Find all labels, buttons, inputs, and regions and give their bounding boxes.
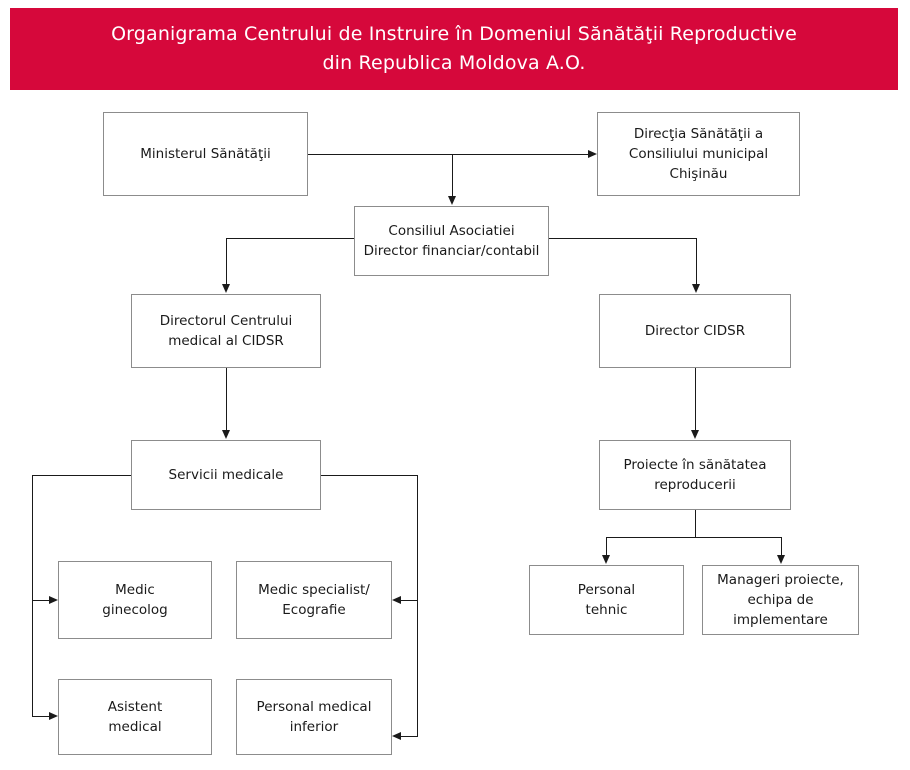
connector-servicii-right-bus-vertical <box>417 475 418 737</box>
arrowhead-proiecte <box>690 430 699 439</box>
node-manageri-proiecte[interactable]: Manageri proiecte, echipa de implementar… <box>702 565 859 635</box>
node-ministerul-sanatatii[interactable]: Ministerul Sănătăţii <box>103 112 308 196</box>
arrowhead-personal-inferior <box>392 731 401 740</box>
connector-director-medical-to-servicii <box>226 368 227 432</box>
node-label: Asistent medical <box>107 699 163 735</box>
page-title: Organigrama Centrului de Instruire în Do… <box>111 23 797 74</box>
connector-ministerul-to-consiliul <box>452 154 453 197</box>
connector-servicii-to-specialist <box>400 600 418 601</box>
connector-servicii-right-bus-top <box>320 475 418 476</box>
connector-proiecte-to-manageri <box>781 537 782 557</box>
arrowhead-director-medical <box>221 284 230 293</box>
node-label: Medic specialist/ Ecografie <box>258 582 370 618</box>
node-label: Direcţia Sănătăţii a Consiliului municip… <box>628 126 769 182</box>
connector-consiliul-to-director-medical <box>226 238 227 285</box>
connector-servicii-to-ginecolog <box>32 600 50 601</box>
arrowhead-directia <box>588 149 597 158</box>
node-label: Consiliul Asociatiei Director financiar/… <box>363 223 540 259</box>
arrowhead-servicii <box>221 430 230 439</box>
node-directia-sanatatii[interactable]: Direcţia Sănătăţii a Consiliului municip… <box>597 112 800 196</box>
arrowhead-specialist <box>392 595 401 604</box>
connector-servicii-left-bus-top <box>32 475 132 476</box>
node-label: Ministerul Sănătăţii <box>140 146 271 162</box>
chart-title-banner: Organigrama Centrului de Instruire în Do… <box>10 8 898 90</box>
connector-servicii-left-bus-vertical <box>32 475 33 717</box>
node-medic-ginecolog[interactable]: Medic ginecolog <box>58 561 212 639</box>
node-label: Manageri proiecte, echipa de implementar… <box>717 572 844 628</box>
node-medic-specialist-ecografie[interactable]: Medic specialist/ Ecografie <box>236 561 392 639</box>
node-label: Personal tehnic <box>577 582 636 618</box>
node-personal-tehnic[interactable]: Personal tehnic <box>529 565 684 635</box>
arrowhead-director-cidsr <box>691 284 700 293</box>
node-servicii-medicale[interactable]: Servicii medicale <box>131 440 321 510</box>
connector-proiecte-to-personal-tehnic <box>606 537 607 557</box>
connector-consiliul-to-director-cidsr <box>696 238 697 285</box>
arrowhead-ginecolog <box>49 595 58 604</box>
connector-servicii-to-asistent <box>32 716 50 717</box>
connector-consiliul-left-stub <box>226 238 355 239</box>
arrowhead-asistent <box>49 711 58 720</box>
node-directorul-centrului-medical[interactable]: Directorul Centrului medical al CIDSR <box>131 294 321 368</box>
node-label: Proiecte în sănătatea reproducerii <box>623 457 767 493</box>
node-consiliul-asociatiei[interactable]: Consiliul Asociatiei Director financiar/… <box>354 206 549 276</box>
node-label: Medic ginecolog <box>102 582 168 618</box>
node-label: Directorul Centrului medical al CIDSR <box>159 313 293 349</box>
arrowhead-manageri <box>776 555 785 564</box>
node-label: Servicii medicale <box>168 467 284 483</box>
arrowhead-personal-tehnic <box>601 555 610 564</box>
arrowhead-consiliul <box>447 196 456 205</box>
connector-consiliul-right-stub <box>548 238 696 239</box>
connector-ministerul-to-directia <box>308 154 588 155</box>
node-proiecte-sanatatea-reproducerii[interactable]: Proiecte în sănătatea reproducerii <box>599 440 791 510</box>
connector-proiecte-drop <box>695 510 696 538</box>
connector-servicii-to-personal-inferior <box>400 736 418 737</box>
connector-director-cidsr-to-proiecte <box>695 368 696 432</box>
node-label: Personal medical inferior <box>256 699 372 735</box>
node-asistent-medical[interactable]: Asistent medical <box>58 679 212 755</box>
connector-proiecte-bus <box>606 537 782 538</box>
node-personal-medical-inferior[interactable]: Personal medical inferior <box>236 679 392 755</box>
node-director-cidsr[interactable]: Director CIDSR <box>599 294 791 368</box>
node-label: Director CIDSR <box>644 323 746 339</box>
